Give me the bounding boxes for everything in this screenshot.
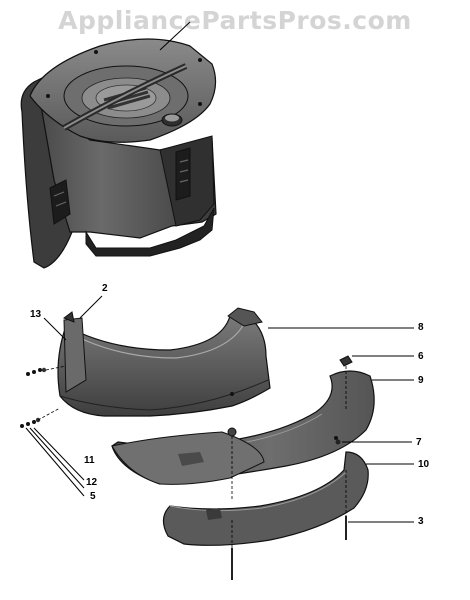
callout-8: 8 <box>418 322 424 333</box>
callout-11: 11 <box>84 455 95 466</box>
watermark: AppliancePartsPros.com <box>58 6 412 35</box>
callout-12: 12 <box>86 477 98 488</box>
callout-10: 10 <box>418 459 430 470</box>
hardware <box>20 311 353 580</box>
callout-6: 6 <box>418 351 424 362</box>
callout-7: 7 <box>416 437 422 448</box>
exploded-view-lines <box>37 365 347 548</box>
engine-shroud-assembly <box>20 38 217 269</box>
leader-lines <box>25 295 414 523</box>
callout-13: 13 <box>30 309 42 320</box>
callout-5: 5 <box>90 491 96 502</box>
part-10-lower-shield <box>162 451 369 546</box>
part-9-shield <box>111 370 375 485</box>
callout-3: 3 <box>418 516 424 527</box>
callout-2: 2 <box>102 283 108 294</box>
callout-9: 9 <box>418 375 424 386</box>
part-8-shroud <box>57 307 271 417</box>
